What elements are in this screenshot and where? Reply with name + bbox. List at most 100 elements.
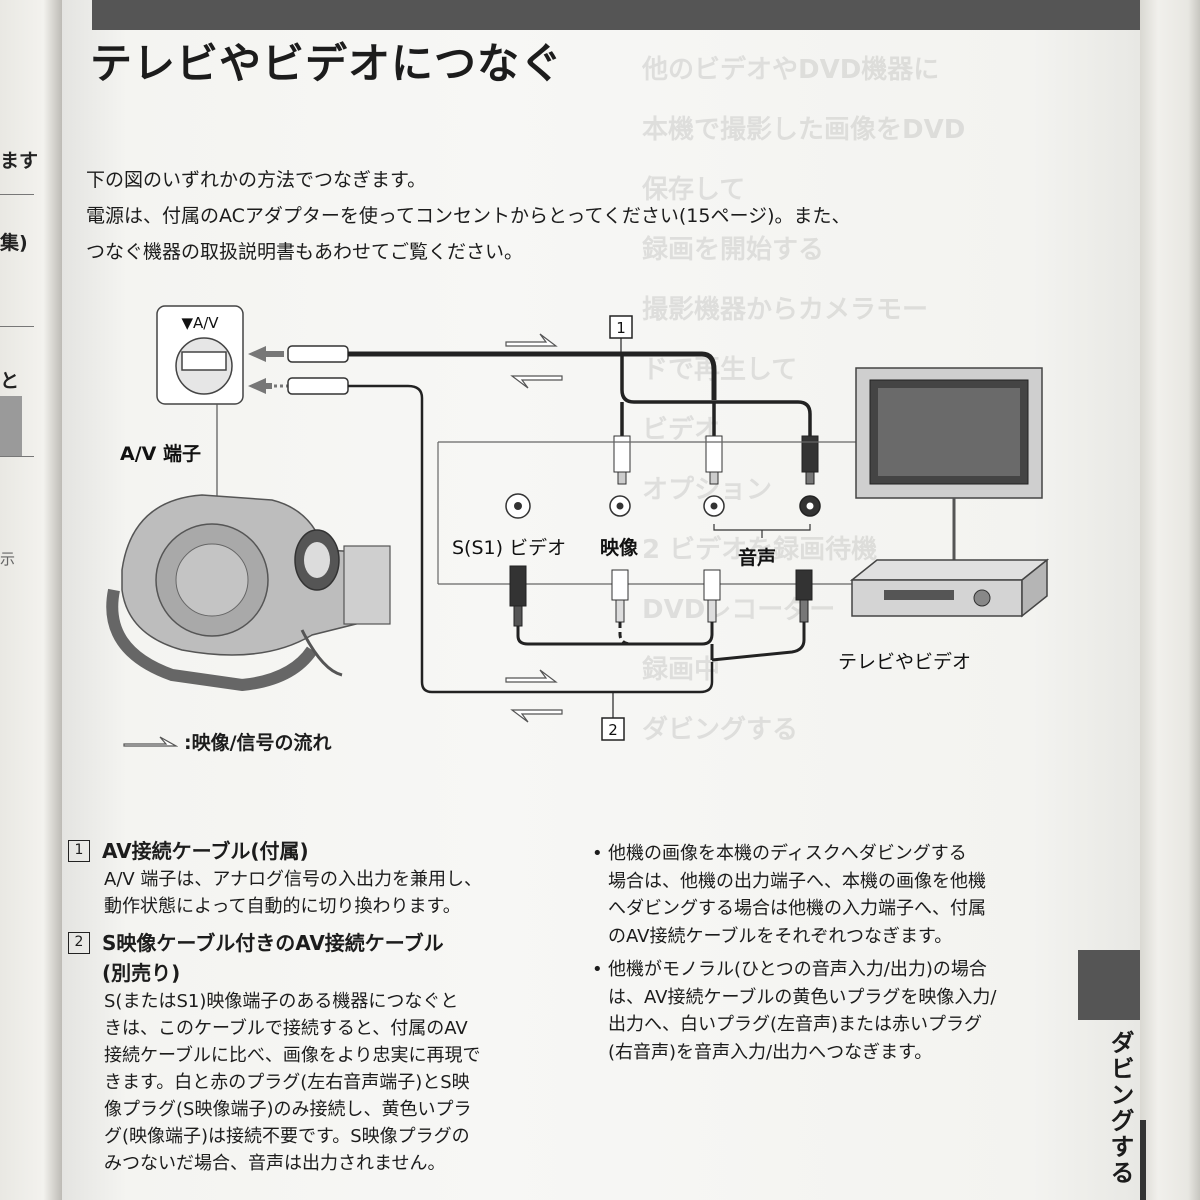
rca-plug-video-icon [611,569,629,623]
s-video-label: S(S1) ビデオ [452,537,566,559]
cable-2-number: 2 [608,721,618,739]
item-line: グ(映像端子)は接続不要です。S映像プラグの [104,1126,470,1147]
intro-text: 下の図のいずれかの方法でつなぎます。 電源は、付属のACアダプターを使ってコンセ… [86,162,1086,270]
item-number: 1 [68,840,90,862]
cable-descriptions: 1 AV接続ケーブル(付属) A/V 端子は、アナログ信号の入出力を兼用し、 動… [68,836,588,1185]
note-line: (右音声)を音声入力/出力へつなぎます。 [608,1041,933,1063]
audio-label: 音声 [738,546,776,569]
item-line: 像プラグ(S映像端子)のみ接続し、黄色いプラ [104,1099,472,1120]
jack-pin [806,502,814,510]
av-jack-mark: ▼A/V [181,314,219,332]
bleed-line: 2 ビデオを録画待機 [642,535,878,565]
item-line: 動作状態によって自動的に切り換わります。 [104,896,461,917]
left-page-fragment: と [0,370,20,392]
intro-line: 下の図のいずれかの方法でつなぎます。 [86,169,427,191]
bullet: • [592,843,603,864]
item-line: みつないだ場合、音声は出力されません。 [104,1153,446,1174]
vcr-icon [849,558,1050,618]
note-line: のAV接続ケーブルをそれぞれつなぎます。 [608,925,953,947]
signal-arrow-icon [248,346,284,362]
cable-1-line [348,351,717,400]
jack-pin [710,502,718,510]
video-label: 映像 [600,536,639,559]
bleed-line: 保存して [642,175,746,205]
header-bar [92,0,1140,30]
cable-1-branch [620,354,714,404]
bleed-line: 他のビデオやDVD機器に [642,55,940,85]
signal-flow-arrow-icon [123,735,178,747]
signal-legend: :映像/信号の流れ [122,728,332,755]
item-title: (別売り) [102,961,181,985]
left-page-edge: ます 集) と 示 [0,0,62,1200]
item-heading: 1 AV接続ケーブル(付属) [68,836,588,866]
jack-pin [514,502,522,510]
audio-bracket [713,524,811,538]
rca-plug-video-icon [613,435,631,485]
signal-arrow-icon [248,378,272,394]
cable-2-unused-branch [618,622,633,646]
note-line: 他機がモノラル(ひとつの音声入力/出力)の場合 [608,959,987,980]
bleed-line: ダビングする [642,715,799,745]
left-page-fragment: 集) [0,232,28,254]
left-page-rule [0,326,34,327]
section-tab [1078,950,1140,1020]
av-plug-icon [287,345,349,363]
item-line: 接続ケーブルに比べ、画像をより忠実に再現で [104,1045,481,1066]
item-body: S(またはS1)映像端子のある機器につなぐと きは、このケーブルで接続すると、付… [104,988,588,1177]
bullet: • [592,959,603,980]
cable-2-branch [710,622,806,662]
page-stack-edge [1140,0,1200,1200]
jack-pin [616,502,624,510]
bleed-line: 本機で撮影した画像をDVD [642,115,966,145]
connection-diagram: ▼A/V A/V 端子 1 [106,305,1050,741]
cable-1-branch [714,400,812,436]
item-line: きます。白と赤のプラグ(左右音声端子)とS映 [104,1072,470,1093]
left-page-fragment: 示 [0,550,16,568]
note-line: は、AV接続ケーブルの黄色いプラグを映像入力/ [608,986,997,1008]
note-line: 他機の画像を本機のディスクへダビングする [608,843,967,864]
left-page-block [0,396,22,456]
left-page-rule [0,456,34,457]
item-line: A/V 端子は、アナログ信号の入出力を兼用し、 [104,869,483,890]
note-item: • 他機がモノラル(ひとつの音声入力/出力)の場合 は、AV接続ケーブルの黄色い… [592,956,1062,1066]
av-jack-slot [181,351,227,371]
note-line: 場合は、他機の出力端子へ、本機の画像を他機 [608,870,986,892]
notes: • 他機の画像を本機のディスクへダビングする 場合は、他機の出力端子へ、本機の画… [592,840,1062,1072]
av-terminal-label: A/V 端子 [120,442,201,465]
section-tab-label: ダビングする [1106,1030,1134,1186]
note-line: へダビングする場合は他機の入力端子へ、付属 [608,898,986,919]
rca-plug-red-icon [801,435,819,485]
note-line: 出力へ、白いプラグ(左音声)または赤いプラグ [608,1014,983,1035]
cable-2-branch [516,622,714,646]
item-line: きは、このケーブルで接続すると、付属のAV [104,1018,468,1039]
item-title: S映像ケーブル付きのAV接続ケーブル [102,931,444,955]
intro-line: 電源は、付属のACアダプターを使ってコンセントからとってください(15ページ)。… [86,205,851,227]
item-title: AV接続ケーブル(付属) [102,839,309,863]
cable-2-line [348,384,714,694]
note-item: • 他機の画像を本機のディスクへダビングする 場合は、他機の出力端子へ、本機の画… [592,840,1062,950]
manual-page: 他のビデオやDVD機器に本機で撮影した画像をDVD 保存して録画を開始する撮影機器… [62,0,1140,1200]
device-label: テレビやビデオ [838,651,971,673]
flow-arrows-top [505,333,563,389]
cable-1-number: 1 [616,319,626,337]
rca-plug-white-icon [703,569,721,623]
item-body: A/V 端子は、アナログ信号の入出力を兼用し、 動作状態によって自動的に切り換わ… [104,866,588,920]
s-av-plug-icon [287,377,349,395]
bleed-line: 撮影機器からカメラモー [642,295,929,325]
rca-plug-red-icon [795,569,813,623]
legend-text: :映像/信号の流れ [184,732,332,754]
bleed-line: ドで再生して [642,355,798,385]
flow-arrows-bottom [505,669,563,723]
bleed-line: 録画を開始する [642,235,825,265]
intro-line: つなぐ機器の取扱説明書もあわせてご覧ください。 [86,241,524,263]
left-page-fragment: ます [0,150,39,172]
item-line: S(またはS1)映像端子のある機器につなぐと [104,991,459,1012]
s-video-plug-icon [509,565,527,627]
tv-icon [855,367,1043,568]
rca-plug-white-icon [705,435,723,485]
item-heading: 2 S映像ケーブル付きのAV接続ケーブル (別売り) [68,928,588,988]
camcorder-icon [106,494,391,692]
bleed-line: 録画中 [642,655,721,685]
page-title: テレビやビデオにつなぐ [90,39,564,88]
item-number: 2 [68,932,90,954]
